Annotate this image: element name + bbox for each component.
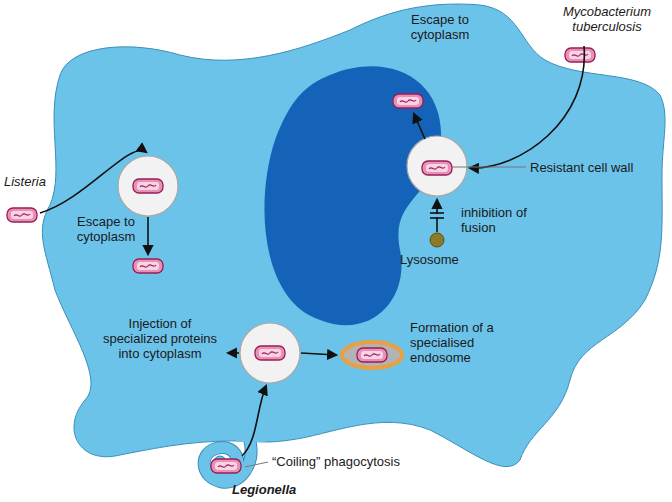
- annotation-label: Formation of a specialised endosome: [410, 320, 528, 365]
- annotation-label: inhibition of fusion: [461, 205, 533, 235]
- annotation-label: Legionella: [232, 482, 332, 497]
- annotation-label: Lysosome: [400, 252, 480, 267]
- macrophage-cell: [42, 4, 665, 467]
- specialised-endosome: [342, 342, 402, 368]
- bacterium: [133, 259, 163, 273]
- bacterium: [565, 48, 595, 62]
- coiling-pseudopod: [204, 441, 251, 482]
- bacterium: [211, 459, 241, 473]
- annotation-label: Injection of specialized proteins into c…: [96, 316, 224, 361]
- phagosome: [118, 156, 178, 216]
- bacterium: [7, 208, 37, 222]
- bacterium: [255, 346, 285, 360]
- inhibition-break: [430, 213, 444, 218]
- lysosome: [430, 233, 444, 247]
- bacterium: [357, 348, 387, 362]
- annotation-label: Escape to cytoplasm: [70, 214, 142, 244]
- annotation-label: Resistant cell wall: [530, 160, 655, 175]
- nucleus: [264, 66, 441, 325]
- bacterium: [422, 161, 452, 175]
- arrows: [40, 46, 584, 456]
- annotation-label: Escape to cytoplasm: [404, 12, 476, 42]
- bacterium: [133, 179, 163, 193]
- annotation-label: Mycobacterium tuberculosis: [552, 4, 662, 34]
- phagosome: [240, 323, 300, 383]
- annotation-label: Listeria: [4, 174, 74, 189]
- phagosome: [407, 136, 467, 196]
- bacterium: [393, 94, 423, 108]
- annotation-label: “Coiling” phagocytosis: [272, 454, 442, 469]
